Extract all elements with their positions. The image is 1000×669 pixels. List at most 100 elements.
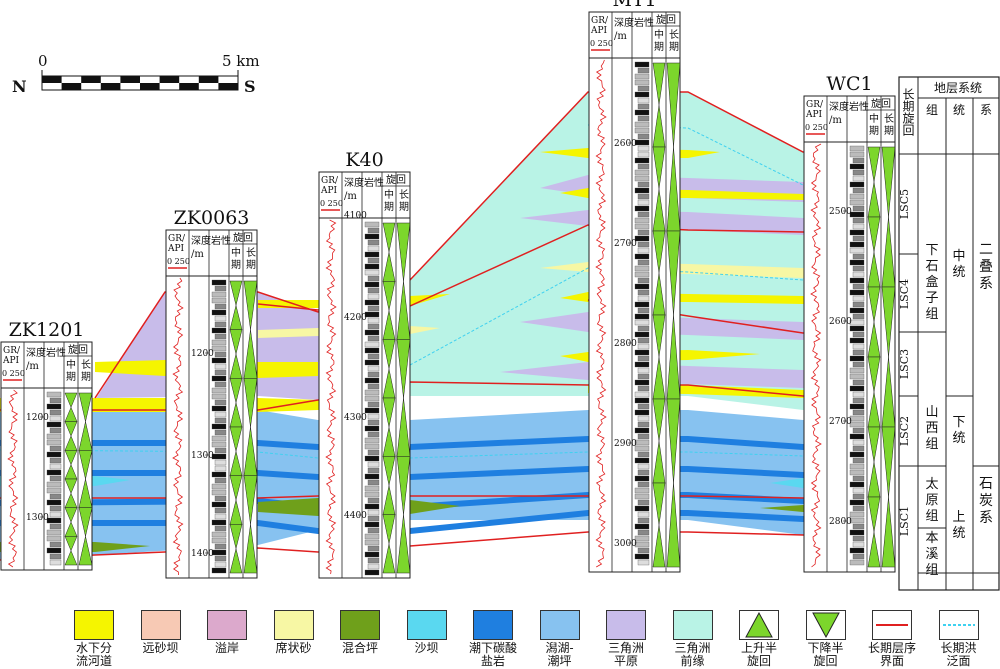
formation-shanxi: 组: [925, 437, 938, 452]
legend-swatch: [406, 610, 447, 640]
lith-layer: [852, 391, 865, 398]
lith-layer: [637, 247, 650, 254]
lith-layer: [637, 481, 650, 488]
lith-layer: [367, 479, 380, 486]
lith-layer: [364, 521, 380, 528]
long-falling-half-cycle: [243, 378, 258, 428]
series-middle: 统: [952, 265, 965, 280]
depth-label: 4200: [344, 313, 367, 323]
strat-system-title: 地层系统: [934, 81, 982, 95]
lith-layer: [211, 297, 227, 304]
lith-layer: [849, 337, 865, 344]
legend-label: 长期层序 界面: [867, 641, 916, 668]
lith-layer: [634, 265, 650, 272]
lith-layer: [364, 491, 380, 498]
gr-range: 0 250: [590, 39, 613, 48]
lith-layer: [849, 289, 865, 296]
system-carboniferous: 炭: [979, 493, 993, 509]
lith-layer: [637, 199, 650, 206]
depth-label: 2600: [614, 139, 637, 149]
lith-layer: [211, 393, 227, 400]
legend-swatch: [739, 610, 779, 640]
lith-layer: [634, 457, 650, 464]
legend-item: 长期层序 界面: [858, 596, 926, 668]
lith-layer: [211, 567, 227, 574]
scale-block: [218, 83, 238, 90]
long-falling-half-cycle: [666, 398, 681, 484]
lith-layer: [634, 439, 650, 446]
lith-layer: [367, 353, 380, 360]
lith-layer: [637, 517, 650, 524]
long-falling-half-cycle: [243, 280, 258, 330]
lith-layer: [849, 517, 865, 524]
lith-layer: [634, 475, 650, 482]
lith-layer: [852, 343, 865, 350]
formation-xiashihezi: 盒: [925, 274, 938, 290]
lith-layer: [46, 487, 62, 494]
lith-layer: [849, 373, 865, 380]
lith-layer: [211, 531, 227, 538]
lith-layer: [637, 133, 650, 140]
mid-falling-half-cycle: [652, 62, 666, 106]
depth-unit: /m: [829, 115, 842, 126]
legend-item: 溢岸: [193, 596, 261, 666]
lith-layer: [634, 205, 650, 212]
lith-layer: [364, 299, 380, 306]
gr-header: GR/: [591, 16, 609, 26]
lith-layer: [49, 505, 62, 512]
lith-layer: [364, 221, 380, 228]
gr-header: GR/: [321, 176, 339, 186]
mid-header-2: 期: [384, 201, 394, 213]
lith-layer: [214, 459, 227, 466]
lith-layer: [367, 509, 380, 516]
lith-layer: [49, 511, 62, 518]
strat-lsc2: LSC2: [898, 416, 911, 446]
lith-layer: [637, 295, 650, 302]
formation-xiashihezi: 石: [925, 259, 938, 274]
lith-layer: [849, 481, 865, 488]
strat-lsc3: LSC3: [898, 349, 911, 379]
system-permian: 二: [979, 242, 993, 258]
lith-layer: [849, 367, 865, 374]
lith-layer: [852, 457, 865, 464]
mid-falling-half-cycle: [382, 397, 396, 428]
lith-layer: [634, 535, 650, 542]
lith-layer: [364, 251, 380, 258]
legend-swatch: [805, 610, 846, 640]
depth-label: 4100: [344, 211, 367, 221]
long-rising-half-cycle: [78, 536, 93, 566]
lith-layer: [852, 379, 865, 386]
lith-layer: [637, 307, 650, 314]
lith-layer: [367, 257, 380, 264]
gr-header: GR/: [806, 100, 824, 110]
lith-layer: [367, 431, 380, 438]
legend-item: 潮下碳酸 盐岩: [459, 596, 527, 668]
legend-item: 潟湖- 潮坪: [526, 596, 594, 668]
depth-label: 4300: [344, 413, 367, 423]
lith-layer: [211, 489, 227, 496]
mid-rising-half-cycle: [867, 531, 881, 568]
lith-layer: [637, 463, 650, 470]
mid-header: 中: [654, 28, 664, 41]
lith-layer: [364, 503, 380, 510]
north-label: N: [12, 77, 27, 96]
lith-layer: [211, 441, 227, 448]
depth-label: 2500: [829, 207, 852, 217]
lith-layer: [637, 433, 650, 440]
lith-layer: [637, 163, 650, 170]
lith-layer: [364, 233, 380, 240]
mid-falling-half-cycle: [867, 216, 881, 253]
lith-layer: [49, 475, 62, 482]
sequence-boundary-lsc2: [0, 381, 893, 411]
lith-layer: [849, 229, 865, 236]
lith-layer: [211, 279, 227, 286]
flooding-surface-2: [409, 267, 893, 366]
lith-layer: [637, 97, 650, 104]
lith-layer: [852, 157, 865, 164]
lith-layer: [214, 561, 227, 568]
lith-layer: [367, 545, 380, 552]
formation-shanxi: 山: [925, 405, 938, 420]
lith-layer: [637, 181, 650, 188]
lith-layer: [364, 539, 380, 546]
